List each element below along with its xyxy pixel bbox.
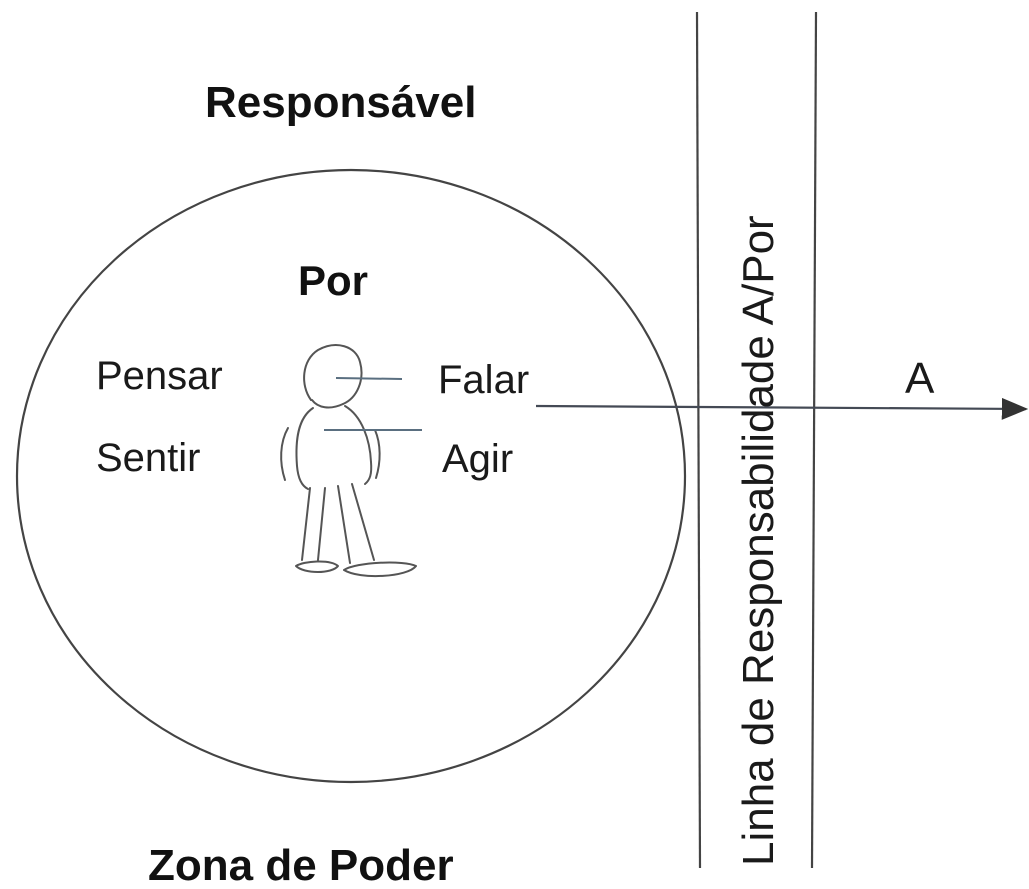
responsavel-title: Responsável [205, 78, 476, 127]
falar-label: Falar [438, 358, 529, 402]
falar-pointer-line [335, 377, 403, 380]
zona-de-poder-title: Zona de Poder [148, 841, 454, 889]
sentir-label: Sentir [96, 436, 201, 480]
responsibility-line-label: Linha de Responsabilidade A/Por [734, 215, 783, 866]
por-title: Por [298, 257, 368, 304]
a-label: A [905, 354, 935, 403]
pensar-label: Pensar [96, 354, 223, 398]
person-icon [280, 344, 417, 578]
band-left-line [695, 11, 702, 869]
band-right-line [810, 11, 818, 869]
agir-label: Agir [442, 437, 513, 481]
action-arrow [535, 397, 1029, 420]
power-zone-circle [15, 168, 687, 784]
